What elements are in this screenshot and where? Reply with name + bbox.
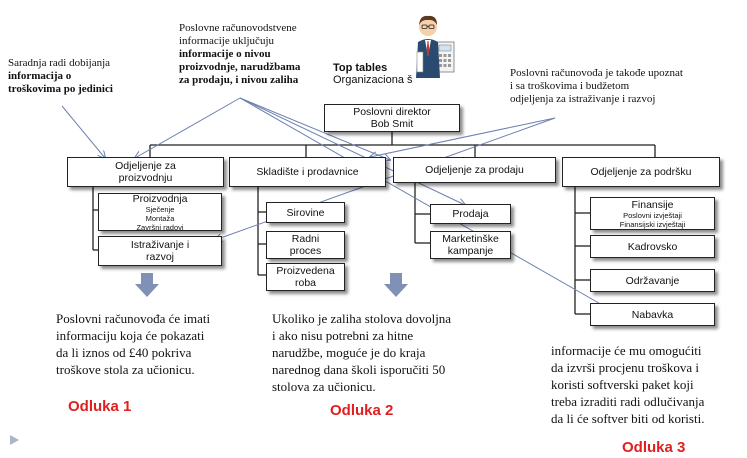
text1-line3: da li iznos od £40 pokriva [56, 345, 192, 360]
director-name: Bob Smit [370, 118, 414, 130]
note-top-line1: Poslovne računovodstvene [179, 22, 297, 34]
text2-line3: narudžbe, moguće je do kraja [272, 345, 426, 360]
dept-warehouse: Skladište i prodavnice [229, 157, 386, 187]
down-arrows [135, 273, 408, 297]
unit-sales-label: Prodaja [452, 208, 489, 220]
unit-rnd: Istraživanje i razvoj [98, 236, 222, 266]
decision-3-label: Odluka 3 [622, 439, 686, 456]
unit-finance: Finansije Poslovni izvještaji Finansijsk… [590, 197, 715, 230]
note-top-bold3: za prodaju, i nivou zaliha [179, 74, 299, 86]
text2-line1: Ukoliko je zaliha stolova dovoljna [272, 311, 452, 326]
note-top-line2: informacije uključuju [179, 35, 274, 47]
org-tree-lines [92, 132, 656, 315]
note-top: Poslovne računovodstvene informacije ukl… [179, 22, 300, 87]
note-right: Poslovni računovođa je takođe upoznat i … [510, 67, 683, 106]
unit-manufacturing-sub2: Montaža [145, 213, 175, 223]
director-box: Poslovni direktor Bob Smit [324, 104, 460, 132]
text1-line2: informaciju koja će pokazati [56, 328, 205, 343]
note-left: Saradnja radi dobijanja informacija o tr… [8, 57, 113, 96]
unit-marketing-line1: Marketinške [442, 233, 499, 245]
unit-manufacturing-sub3: Završni radovi [136, 222, 184, 232]
chart-title: Top tables Organizaciona š [333, 62, 433, 86]
text1-line4: troškove stola za učionicu. [56, 362, 195, 377]
note-left-bold2: troškovima po jedinici [8, 83, 113, 95]
unit-procurement-label: Nabavka [631, 308, 674, 321]
text3-line4: treba izraditi radi odlučivanja [551, 394, 705, 409]
unit-marketing: Marketinške kampanje [430, 231, 511, 259]
text3-line1: informacije će mu omogućiti [551, 343, 702, 358]
unit-finance-sub1: Poslovni izvještaji [623, 210, 682, 220]
unit-raw-materials: Sirovine [266, 202, 345, 223]
down-arrow-icon [384, 273, 408, 297]
unit-work-in-process: Radni proces [266, 231, 345, 259]
note-top-bold2: proizvodnje, narudžbama [179, 61, 301, 73]
note-right-line3: odjeljenja za istraživanje i razvoj [510, 93, 656, 105]
text2-line4: narednog dana školi isporučiti 50 [272, 362, 446, 377]
unit-maintenance: Održavanje [590, 269, 715, 292]
unit-maintenance-label: Održavanje [625, 274, 680, 287]
text-decision-1: Poslovni računovođa će imati informaciju… [56, 310, 210, 378]
dept-production-line1: Odjeljenje za [115, 160, 176, 172]
unit-wip-line2: proces [289, 245, 322, 257]
unit-hr: Kadrovsko [590, 235, 715, 258]
unit-finished-goods: Proizvedena roba [266, 263, 345, 291]
unit-raw-materials-label: Sirovine [286, 206, 325, 219]
title-normal: Organizaciona š [333, 74, 413, 86]
dept-production: Odjeljenje za proizvodnju [67, 157, 224, 187]
director-title: Poslovni direktor [353, 106, 431, 118]
note-top-bold1: informacije o nivou [179, 48, 271, 60]
title-bold: Top tables [333, 62, 388, 74]
unit-wip-line1: Radni [291, 233, 320, 245]
text-decision-3: informacije će mu omogućiti da izvrši pr… [551, 342, 704, 427]
unit-manufacturing: Proizvodnja Sječenje Montaža Završni rad… [98, 192, 222, 232]
text3-line5: da li će softver biti od koristi. [551, 411, 705, 426]
text2-line5: stolova za učionicu. [272, 379, 376, 394]
unit-finance-title: Finansije [631, 198, 674, 211]
dept-warehouse-label: Skladište i prodavnice [256, 166, 359, 178]
businessman-calculator-icon [408, 8, 458, 80]
unit-finished-line1: Proizvedena [276, 265, 335, 277]
decision-1-label: Odluka 1 [68, 398, 132, 415]
dept-production-line2: proizvodnju [118, 172, 173, 184]
text3-line2: da izvrši procjenu troškova i [551, 360, 700, 375]
unit-marketing-line2: kampanje [447, 245, 494, 257]
dept-sales: Odjeljenje za prodaju [393, 157, 556, 183]
unit-rnd-line2: razvoj [145, 251, 174, 263]
dept-support: Odjeljenje za podršku [562, 157, 720, 187]
unit-sales: Prodaja [430, 204, 511, 224]
note-left-line1: Saradnja radi dobijanja [8, 57, 111, 69]
unit-manufacturing-title: Proizvodnja [132, 192, 188, 205]
unit-manufacturing-sub1: Sječenje [145, 204, 175, 214]
down-arrow-icon [135, 273, 159, 297]
note-right-line2: i sa troškovima i budžetom [510, 80, 630, 92]
unit-finance-sub2: Finansijski izvještaji [619, 219, 686, 229]
dept-sales-label: Odjeljenje za prodaju [425, 164, 524, 176]
text3-line3: koristi softverski paket koji [551, 377, 694, 392]
decision-2-label: Odluka 2 [330, 402, 394, 419]
unit-hr-label: Kadrovsko [627, 240, 678, 253]
unit-rnd-line1: Istraživanje i [130, 239, 190, 251]
unit-procurement: Nabavka [590, 303, 715, 326]
text2-line2: i ako nisu potrebni za hitne [272, 328, 414, 343]
play-triangle-icon [10, 435, 19, 445]
note-left-bold1: informacija o [8, 70, 72, 82]
text-decision-2: Ukoliko je zaliha stolova dovoljna i ako… [272, 310, 451, 395]
unit-finished-line2: roba [294, 277, 316, 289]
dept-support-label: Odjeljenje za podršku [590, 166, 692, 178]
note-right-line1: Poslovni računovođa je takođe upoznat [510, 67, 683, 79]
text1-line1: Poslovni računovođa će imati [56, 311, 211, 326]
